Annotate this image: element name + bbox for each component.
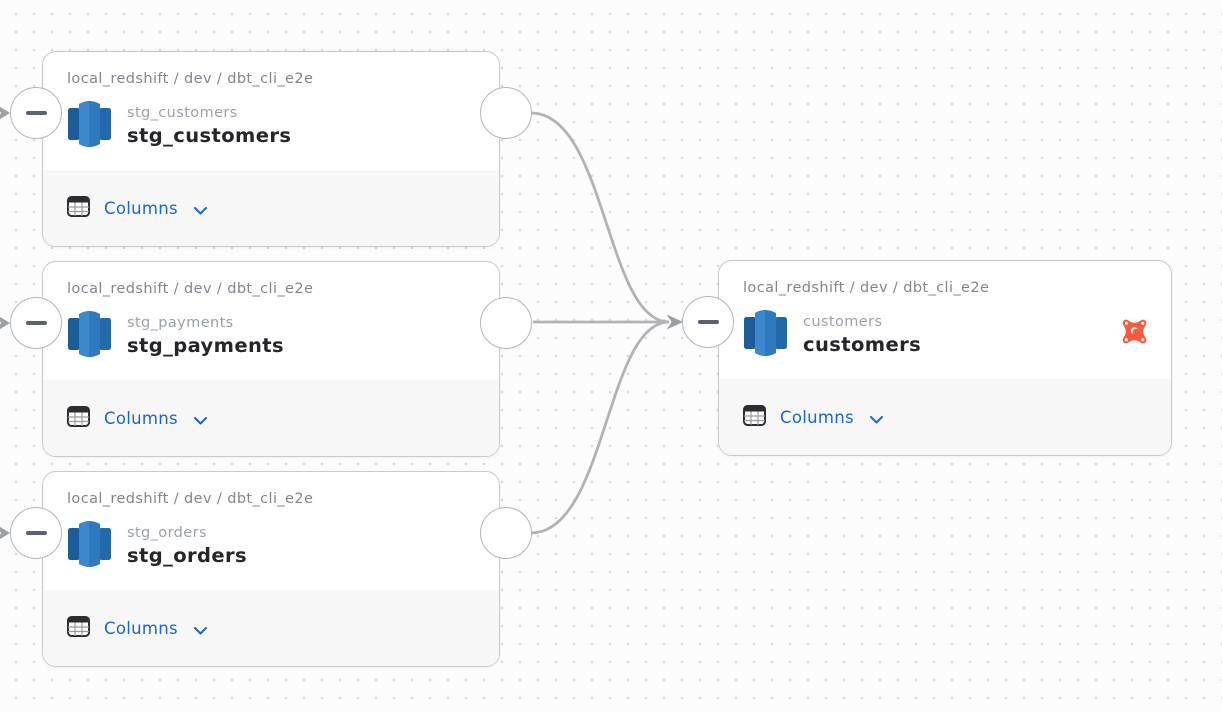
table-grid-icon <box>743 404 766 430</box>
node-subtitle: customers <box>803 314 883 330</box>
collapse-upstream-handle-customers[interactable] <box>682 296 734 348</box>
chevron-down-icon <box>193 620 207 639</box>
redshift-table-icon <box>743 308 788 362</box>
columns-expander[interactable]: Columns <box>43 590 499 666</box>
collapse-upstream-handle-stg-payments[interactable] <box>10 297 62 349</box>
columns-expander[interactable]: Columns <box>43 380 499 456</box>
node-breadcrumb: local_redshift / dev / dbt_cli_e2e <box>67 281 314 297</box>
node-card-stg-payments[interactable]: local_redshift / dev / dbt_cli_e2e stg_p… <box>42 261 500 457</box>
upstream-arrow-stub <box>0 106 10 120</box>
output-handle-stg-orders[interactable] <box>480 507 532 559</box>
table-grid-icon <box>67 405 90 431</box>
node-breadcrumb: local_redshift / dev / dbt_cli_e2e <box>67 491 314 507</box>
minus-icon <box>25 111 47 115</box>
node-subtitle: stg_customers <box>127 105 238 121</box>
chevron-down-icon <box>193 200 207 219</box>
output-handle-stg-payments[interactable] <box>480 297 532 349</box>
table-grid-icon <box>67 195 90 221</box>
chevron-down-icon <box>193 410 207 429</box>
node-title: stg_customers <box>127 124 292 147</box>
collapse-upstream-handle-stg-orders[interactable] <box>10 507 62 559</box>
upstream-arrow-stub <box>0 316 10 330</box>
node-card-stg-orders[interactable]: local_redshift / dev / dbt_cli_e2e stg_o… <box>42 471 500 667</box>
columns-label: Columns <box>104 408 178 428</box>
redshift-table-icon <box>67 519 112 573</box>
redshift-table-icon <box>67 99 112 153</box>
node-card-stg-customers[interactable]: local_redshift / dev / dbt_cli_e2e stg_c… <box>42 51 500 247</box>
minus-icon <box>25 531 47 535</box>
node-title: stg_orders <box>127 544 248 567</box>
columns-expander[interactable]: Columns <box>719 379 1171 455</box>
table-grid-icon <box>67 615 90 641</box>
upstream-arrow-stub <box>0 526 10 540</box>
node-subtitle: stg_orders <box>127 525 207 541</box>
columns-label: Columns <box>104 198 178 218</box>
node-title: stg_payments <box>127 334 285 357</box>
dbt-icon <box>1120 317 1149 350</box>
collapse-upstream-handle-stg-customers[interactable] <box>10 87 62 139</box>
minus-icon <box>25 321 47 325</box>
node-breadcrumb: local_redshift / dev / dbt_cli_e2e <box>67 71 314 87</box>
node-breadcrumb: local_redshift / dev / dbt_cli_e2e <box>743 280 990 296</box>
node-subtitle: stg_payments <box>127 315 234 331</box>
edge-stg-customers-to-customers[interactable] <box>530 111 683 330</box>
minus-icon <box>697 320 719 324</box>
edge-stg-orders-to-customers[interactable] <box>530 314 683 535</box>
node-card-customers[interactable]: local_redshift / dev / dbt_cli_e2e custo… <box>718 260 1172 456</box>
output-handle-stg-customers[interactable] <box>480 87 532 139</box>
columns-label: Columns <box>780 407 854 427</box>
redshift-table-icon <box>67 309 112 363</box>
node-title: customers <box>803 333 922 356</box>
columns-label: Columns <box>104 618 178 638</box>
chevron-down-icon <box>869 409 883 428</box>
columns-expander[interactable]: Columns <box>43 170 499 246</box>
